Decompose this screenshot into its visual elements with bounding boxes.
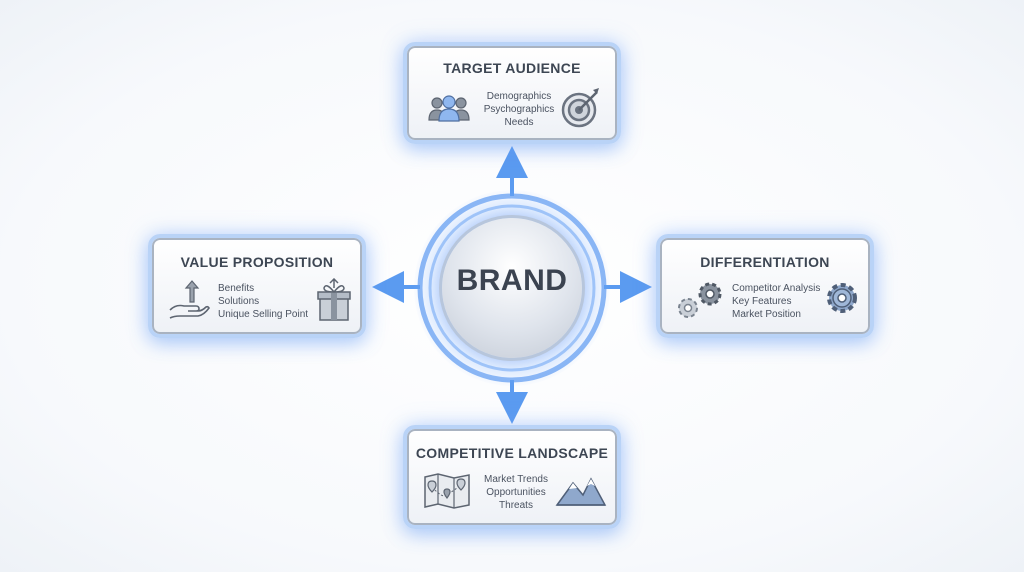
- list-item: Threats: [499, 500, 533, 511]
- card-items: Benefits Solutions Unique Selling Point: [218, 282, 308, 321]
- card-differentiation: DIFFERENTIATION Competitor Analysis Key …: [656, 234, 874, 338]
- hand-arrow-icon: [169, 280, 210, 319]
- list-item: Key Features: [732, 296, 792, 307]
- list-item: Demographics: [486, 91, 552, 102]
- map-icon: [424, 473, 470, 509]
- list-item: Market Position: [732, 309, 801, 320]
- target-icon: [561, 88, 599, 128]
- gear-icon: [827, 283, 857, 313]
- card-title: COMPETITIVE LANDSCAPE: [415, 445, 609, 461]
- list-item: Unique Selling Point: [218, 309, 309, 320]
- card-items: Demographics Psychographics Needs: [479, 90, 559, 129]
- card-items: Competitor Analysis Key Features Market …: [732, 282, 820, 321]
- list-item: Needs: [504, 117, 534, 128]
- list-item: Benefits: [218, 283, 255, 294]
- brand-label: BRAND: [456, 264, 568, 297]
- list-item: Competitor Analysis: [732, 283, 821, 294]
- list-item: Solutions: [218, 296, 260, 307]
- card-title: VALUE PROPOSITION: [180, 254, 334, 270]
- card-items: Market Trends Opportunities Threats: [481, 473, 551, 512]
- list-item: Market Trends: [484, 474, 548, 485]
- card-value-proposition: VALUE PROPOSITION Benefits Solutions Uni…: [148, 234, 366, 338]
- card-target-audience: TARGET AUDIENCE Demographics Psychograph…: [403, 42, 621, 144]
- list-item: Psychographics: [483, 104, 555, 115]
- list-item: Opportunities: [486, 487, 546, 498]
- brand-circle: [442, 218, 582, 358]
- card-competitive-landscape: COMPETITIVE LANDSCAPE Market Trends Oppo…: [403, 425, 621, 529]
- gift-icon: [317, 278, 351, 321]
- people-icon: [428, 95, 470, 122]
- gears-icon: [678, 282, 722, 318]
- card-title: DIFFERENTIATION: [700, 254, 830, 270]
- card-title: TARGET AUDIENCE: [443, 60, 581, 76]
- mountain-icon: [555, 477, 607, 506]
